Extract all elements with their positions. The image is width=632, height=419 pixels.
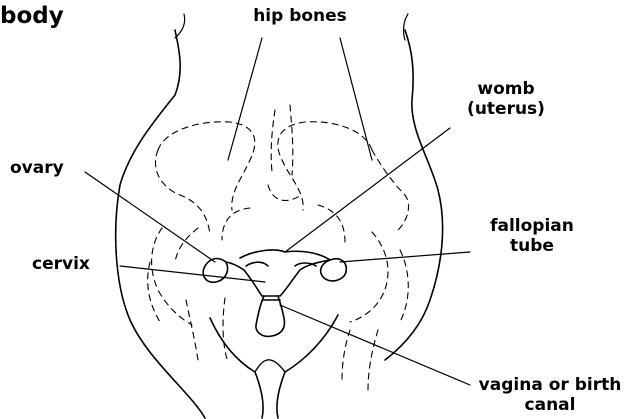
pointer-vagina bbox=[280, 305, 470, 385]
label-vagina-line1: vagina or birth bbox=[470, 375, 630, 395]
label-fallopian-line2: tube bbox=[468, 236, 596, 256]
label-hip-bones: hip bones bbox=[230, 6, 370, 26]
crotch-join bbox=[255, 360, 285, 372]
leg-inner-left bbox=[210, 318, 263, 418]
label-fallopian-line1: fallopian bbox=[468, 216, 596, 236]
label-womb: womb (uterus) bbox=[446, 79, 566, 119]
pointer-hip-right bbox=[340, 38, 372, 160]
label-fallopian-tube: fallopian tube bbox=[468, 216, 596, 256]
pointer-womb bbox=[285, 128, 450, 252]
label-vagina-line2: canal bbox=[470, 395, 630, 415]
label-vagina: vagina or birth canal bbox=[470, 375, 630, 415]
pointer-ovary bbox=[85, 172, 215, 262]
label-womb-line2: (uterus) bbox=[446, 99, 566, 119]
pointer-cervix bbox=[120, 266, 265, 282]
pointer-fallopian bbox=[340, 252, 470, 262]
leg-inner-right bbox=[277, 315, 338, 418]
label-ovary: ovary bbox=[10, 158, 64, 178]
label-womb-line1: womb bbox=[446, 79, 566, 99]
body-outline-right bbox=[385, 30, 443, 360]
partial-title: body bbox=[0, 2, 64, 30]
label-cervix: cervix bbox=[32, 254, 90, 274]
pointer-hip-left bbox=[228, 38, 262, 160]
